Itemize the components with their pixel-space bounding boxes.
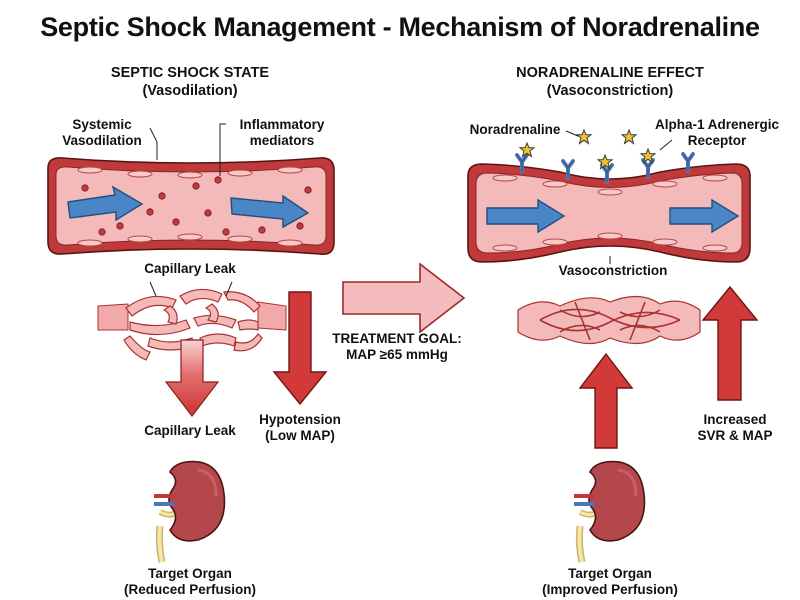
flow-arrow-icon [486,198,566,234]
capillary-leak-down-arrow-icon [164,339,220,417]
noradrenaline-text: Noradrenaline [469,122,561,137]
increased-svr-label: Increased SVR & MAP [680,412,790,444]
left-subheading-text: (Vasodilation) [142,83,238,99]
right-subheading-text: (Vasoconstriction) [546,83,674,99]
right-organ-line-2: (Improved Perfusion) [542,582,678,597]
flow-arrow-icon [230,194,310,229]
noradrenaline-label: Noradrenaline [460,122,570,138]
systemic-vasodilation-label: Systemic Vasodilation [42,117,162,149]
svr-up-arrow-icon [701,285,759,401]
right-panel-heading: NORADRENALINE EFFECT (Vasoconstriction) [490,64,730,100]
flow-arrow-icon [67,185,144,222]
hypotension-down-arrow-icon [272,291,328,406]
vasodilation-line-1: Systemic [72,117,132,132]
svr-line-2: SVR & MAP [697,428,773,443]
vasoconstriction-label: Vasoconstriction [548,263,678,279]
hypotension-line-2: (Low MAP) [265,428,335,443]
right-organ-line-1: Target Organ [568,566,652,581]
perfusion-up-arrow-icon [578,352,634,449]
flow-arrow-icon [669,198,740,234]
receptor-line-1: Alpha-1 Adrenergic [654,117,780,132]
capillary-leak-top-text: Capillary Leak [144,261,236,276]
vasoconstriction-text: Vasoconstriction [558,263,668,278]
left-panel-heading: SEPTIC SHOCK STATE (Vasodilation) [80,64,300,100]
treatment-goal-label: TREATMENT GOAL: MAP ≥65 mmHg [322,331,472,363]
vasodilation-line-2: Vasodilation [62,133,142,148]
capillary-leak-bottom-label: Capillary Leak [125,423,255,439]
left-organ-label: Target Organ (Reduced Perfusion) [110,566,270,598]
kidney-icon-improved [574,460,646,563]
right-organ-label: Target Organ (Improved Perfusion) [530,566,690,598]
inflammatory-mediators-label: Inflammatory mediators [226,117,338,149]
noradrenaline-molecules [519,129,656,169]
mediators-line-2: mediators [249,133,315,148]
capillary-leak-top-label: Capillary Leak [125,261,255,277]
kidney-icon-reduced [154,460,226,563]
svr-line-1: Increased [703,412,767,427]
receptor-line-2: Receptor [687,133,747,148]
hypotension-line-1: Hypotension [259,412,341,427]
left-organ-line-2: (Reduced Perfusion) [123,582,256,597]
hypotension-label: Hypotension (Low MAP) [245,412,355,444]
treatment-goal-line-1: TREATMENT GOAL: [332,331,462,346]
alpha1-receptor-label: Alpha-1 Adrenergic Receptor [642,117,792,149]
left-organ-line-1: Target Organ [148,566,232,581]
constricted-blood-vessel [467,163,751,263]
right-heading-text: NORADRENALINE EFFECT [516,65,704,81]
left-heading-text: SEPTIC SHOCK STATE [110,65,270,81]
mediators-line-1: Inflammatory [239,117,325,132]
intact-capillary-bed [517,295,701,345]
treatment-goal-line-2: MAP ≥65 mmHg [346,347,448,362]
capillary-leak-bottom-text: Capillary Leak [144,423,236,438]
page-title: Septic Shock Management - Mechanism of N… [40,12,760,42]
treatment-arrow-icon [342,262,466,334]
dilated-blood-vessel [47,157,335,256]
